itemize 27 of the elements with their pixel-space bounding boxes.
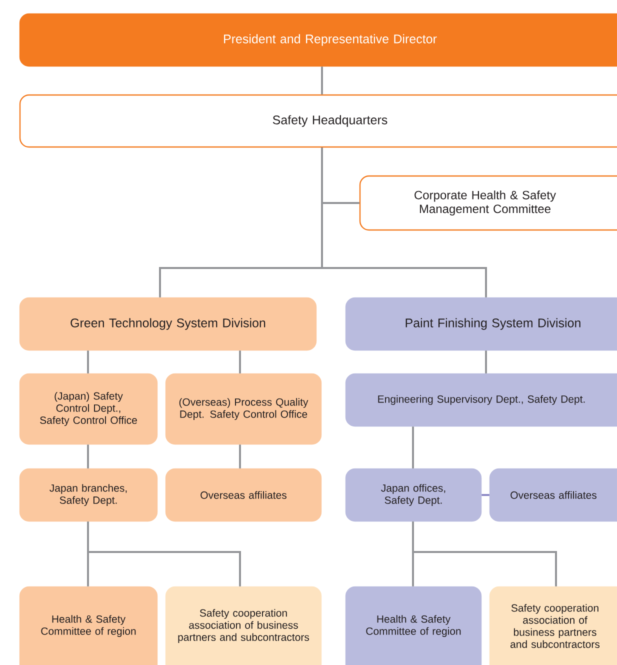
- connector-line: [87, 350, 89, 374]
- committee-box: Corporate Health & Safety Management Committee: [359, 175, 617, 231]
- department-box: Japan branches, Safety Dept.: [19, 468, 158, 522]
- connector-line: [239, 444, 241, 468]
- connector-line: [482, 494, 490, 496]
- connector-line: [239, 350, 241, 374]
- committee-box: Health & Safety Committee of region: [19, 586, 158, 665]
- headquarters-box: Safety Headquarters: [19, 94, 617, 148]
- department-box: (Overseas) Process Quality Dept. Safety Control Office: [165, 373, 322, 445]
- connector-line: [87, 444, 89, 468]
- department-box: (Japan) Safety Control Dept., Safety Control Office: [19, 373, 158, 445]
- director-box: President and Representative Director: [19, 13, 617, 67]
- affiliate-box: Overseas affiliates: [489, 468, 617, 522]
- connector-line: [485, 350, 487, 374]
- department-box: Engineering Supervisory Dept., Safety Dept.: [345, 373, 617, 427]
- office-box: Japan offices, Safety Dept.: [345, 468, 482, 522]
- connector-line: [412, 426, 414, 468]
- division-box: Paint Finishing System Division: [345, 297, 617, 351]
- connector-line: [412, 522, 557, 586]
- association-box: Safety cooperation association of business partners and subcontractors: [489, 586, 617, 665]
- association-box: Safety cooperation association of business partners and subcontractors: [165, 586, 322, 665]
- connector-line: [87, 522, 241, 586]
- committee-box: Health & Safety Committee of region: [345, 586, 482, 665]
- connector-line: [321, 66, 323, 94]
- affiliate-box: Overseas affiliates: [165, 468, 322, 522]
- connector-line: [321, 148, 487, 298]
- division-box: Green Technology System Division: [19, 297, 317, 351]
